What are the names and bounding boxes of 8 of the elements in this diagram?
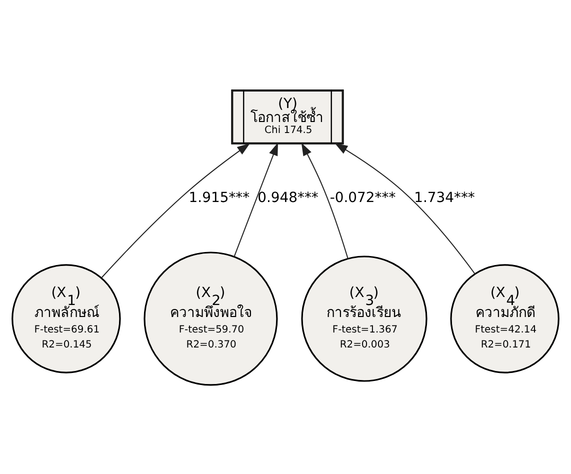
arrow (334, 142, 476, 274)
arrow (234, 142, 278, 257)
edge-label: 1.915*** (188, 189, 250, 206)
arrow (301, 142, 348, 259)
edge-label: -0.072*** (330, 189, 396, 206)
arrow (100, 142, 250, 278)
edge-label: 1.734*** (414, 189, 475, 206)
edge-label: 0.948*** (258, 189, 318, 206)
